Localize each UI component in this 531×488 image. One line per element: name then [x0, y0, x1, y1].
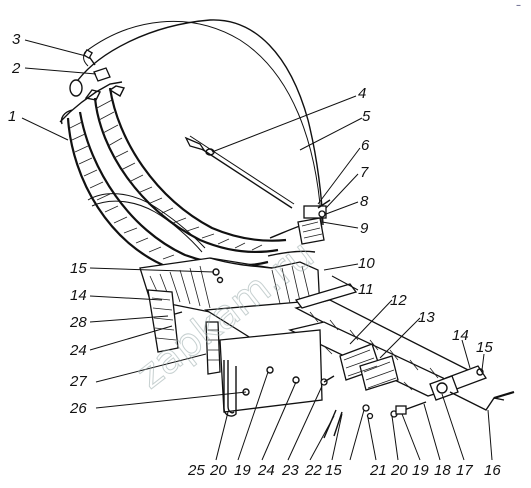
- callout-10: 10: [358, 255, 375, 272]
- callout-19-right: 19: [412, 462, 429, 479]
- callout-24-bottom: 24: [257, 462, 275, 479]
- callout-labels: 3 2 1 4 5 6 7 8 9 10 11 12 13 14 15 15 1…: [8, 31, 501, 479]
- corner-mark: –: [516, 0, 521, 11]
- callout-21: 21: [369, 462, 387, 479]
- callout-27: 27: [69, 373, 87, 390]
- callout-24-left: 24: [69, 342, 87, 359]
- callout-11: 11: [358, 281, 374, 298]
- callout-17: 17: [456, 462, 473, 479]
- callout-18: 18: [434, 462, 451, 479]
- callout-26: 26: [69, 400, 87, 417]
- callout-20-right: 20: [390, 462, 408, 479]
- callout-16: 16: [484, 462, 501, 479]
- callout-9: 9: [360, 220, 369, 237]
- callout-15-left: 15: [70, 260, 87, 277]
- u-bolt: [223, 360, 237, 417]
- callout-23: 23: [281, 462, 299, 479]
- tension-rod: [184, 135, 295, 209]
- callout-14-left: 14: [70, 287, 87, 304]
- callout-5: 5: [362, 108, 371, 125]
- crank-handle: [429, 375, 515, 411]
- callout-15-right: 15: [476, 339, 493, 356]
- mounting-plate: [219, 329, 323, 413]
- callout-14-right: 14: [452, 327, 469, 344]
- callout-19-left: 19: [234, 462, 251, 479]
- retaining-cable: [69, 19, 324, 226]
- mounting-frame-rails: [204, 283, 487, 397]
- callout-20-left: 20: [209, 462, 227, 479]
- left-support-post: [147, 289, 221, 375]
- callout-28: 28: [69, 314, 87, 331]
- spare-wheel-tire: [59, 81, 319, 279]
- callout-6: 6: [361, 137, 370, 154]
- callout-8: 8: [360, 193, 369, 210]
- leader-lines: [21, 39, 493, 461]
- callout-12: 12: [390, 292, 407, 309]
- fasteners: [320, 375, 427, 439]
- callout-22: 22: [304, 462, 322, 479]
- callout-13: 13: [418, 309, 435, 326]
- callout-2: 2: [11, 60, 21, 77]
- callout-7: 7: [360, 164, 369, 181]
- callout-3: 3: [12, 31, 21, 48]
- upper-clamp-bracket: [297, 199, 331, 245]
- callout-1: 1: [8, 108, 16, 125]
- callout-15-bottom: 15: [325, 462, 342, 479]
- callout-4: 4: [358, 85, 366, 102]
- callout-25: 25: [187, 462, 205, 479]
